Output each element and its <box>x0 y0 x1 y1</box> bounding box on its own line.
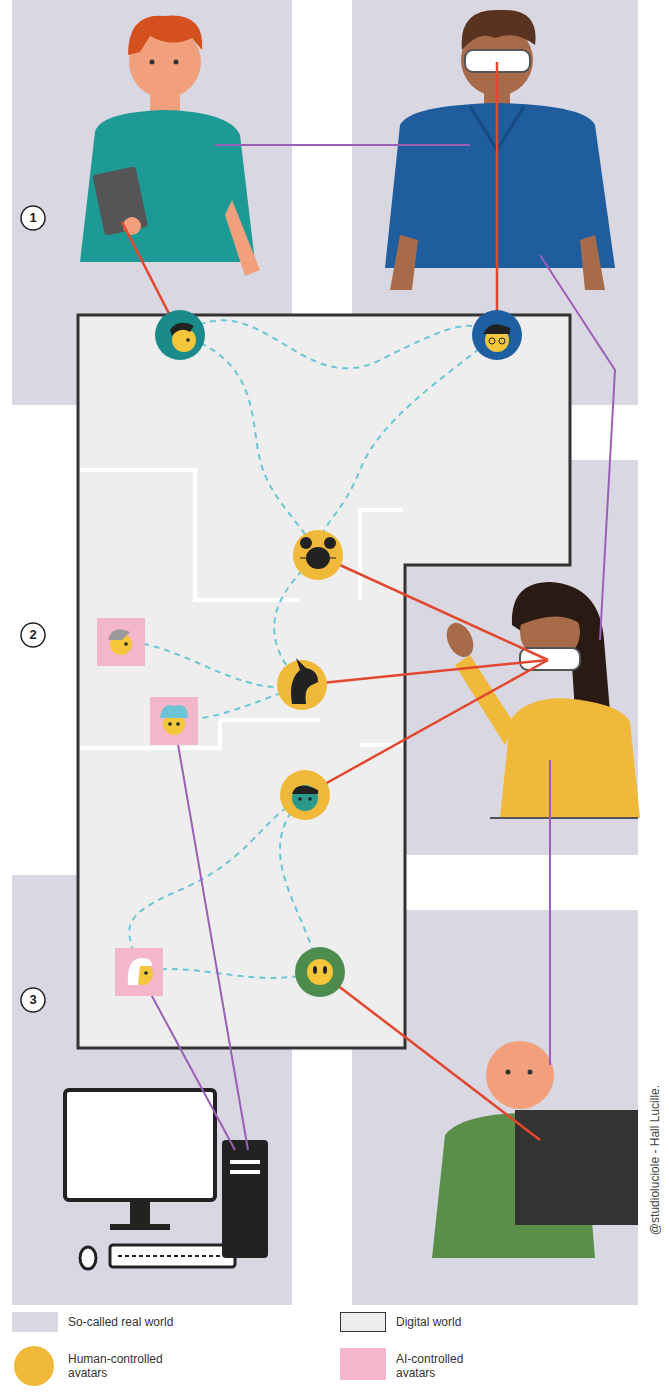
legend-swatch <box>12 1312 58 1332</box>
legend-swatch <box>340 1348 386 1380</box>
legend-swatch <box>14 1346 54 1386</box>
callout-number: 3 <box>21 988 45 1012</box>
legend-text: AI-controlled avatars <box>396 1352 506 1380</box>
legend-text: Digital world <box>396 1315 626 1329</box>
legend-text: So-called real world <box>68 1315 298 1329</box>
watermark: @studioluciole - Hall Lucille. <box>648 1065 662 1255</box>
callout-number: 2 <box>21 623 45 647</box>
callout-number: 1 <box>21 206 45 230</box>
legend-text: Human-controlled avatars <box>68 1352 188 1380</box>
legend-swatch <box>340 1312 386 1332</box>
